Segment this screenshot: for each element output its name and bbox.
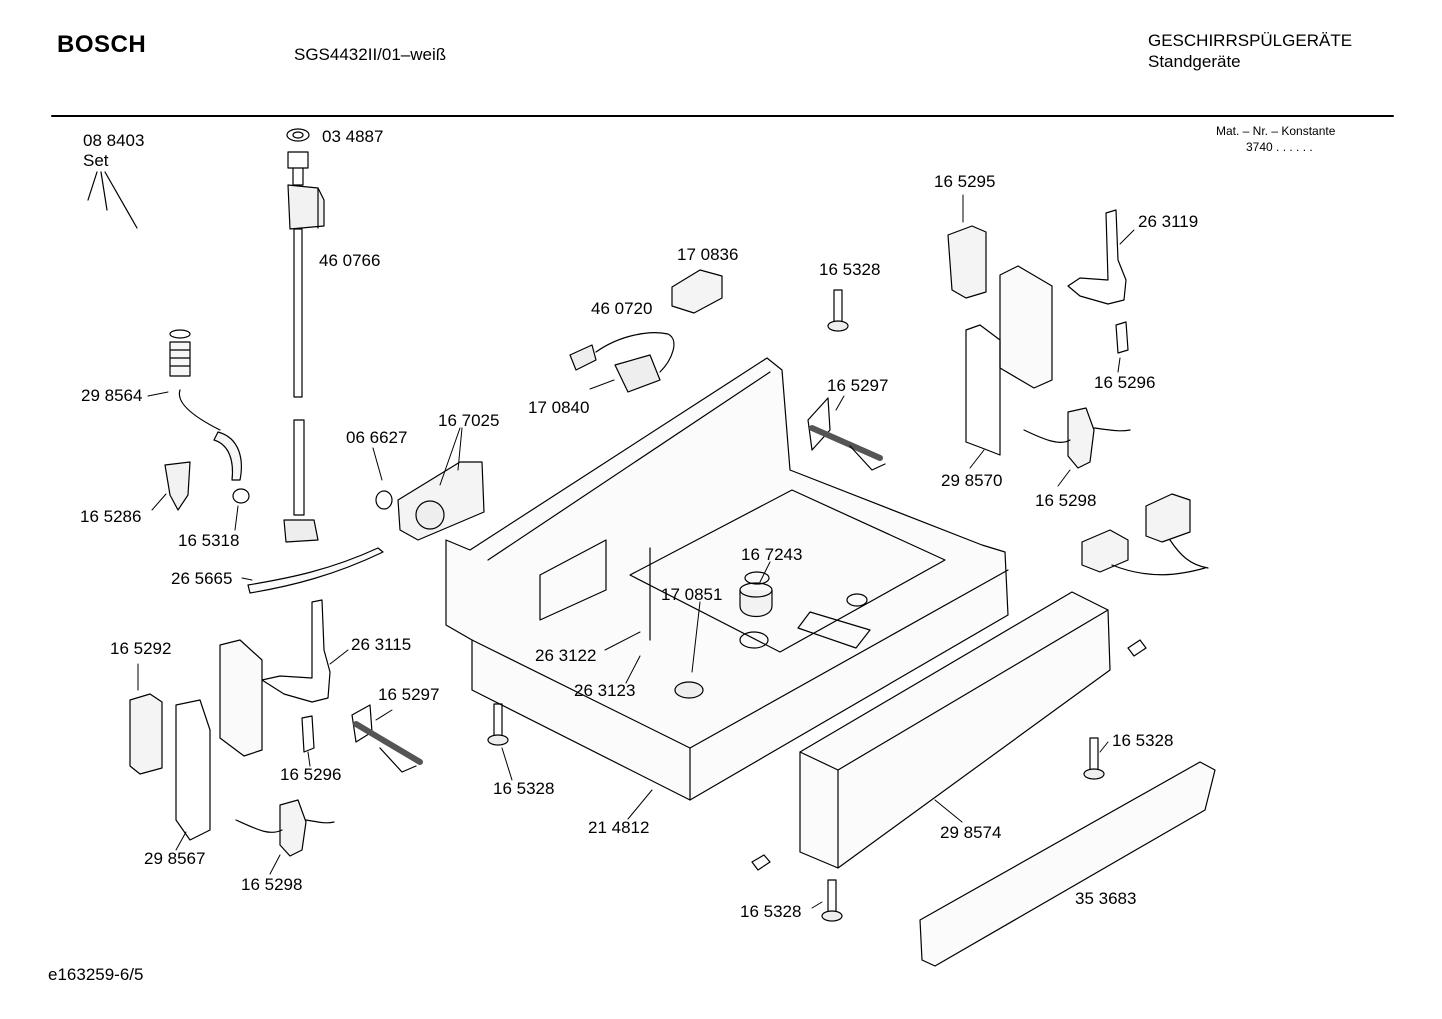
part-label-298574: 29 8574 bbox=[940, 823, 1002, 842]
small-screw-right bbox=[1127, 639, 1147, 657]
mat-nr-label: Mat. – Nr. – Konstante bbox=[1216, 124, 1336, 138]
plinth-drawing bbox=[799, 591, 1111, 869]
part-label-165286: 16 5286 bbox=[80, 507, 142, 526]
part-label-165296-bottom: 16 5296 bbox=[280, 765, 342, 784]
part-label-170840: 17 0840 bbox=[528, 398, 590, 417]
category-title: GESCHIRRSPÜLGERÄTE bbox=[1148, 31, 1353, 50]
switch-bottom bbox=[235, 799, 335, 857]
model-number: SGS4432II/01–weiß bbox=[294, 45, 447, 64]
part-label-263122: 26 3122 bbox=[535, 646, 597, 665]
part-label-165292: 16 5292 bbox=[110, 639, 172, 658]
subcategory-title: Standgeräte bbox=[1148, 52, 1241, 71]
part-label-263115: 26 3115 bbox=[351, 635, 412, 654]
leader-lines bbox=[137, 194, 1135, 909]
kick-panel-drawing bbox=[919, 761, 1216, 967]
part-label-165295: 16 5295 bbox=[934, 172, 996, 191]
part-label-214812: 21 4812 bbox=[588, 818, 650, 837]
inlet-pipe-drawing bbox=[283, 128, 325, 543]
part-label-353683: 35 3683 bbox=[1075, 889, 1137, 908]
part-label-165298-bottom: 16 5298 bbox=[241, 875, 303, 894]
screw-top bbox=[827, 289, 849, 332]
part-label-088403: 08 8403 bbox=[83, 131, 145, 150]
switch-right bbox=[1023, 407, 1131, 469]
part-label-165297-top: 16 5297 bbox=[827, 376, 889, 395]
set-pointer-lines bbox=[87, 171, 138, 229]
document-id: e163259-6/5 bbox=[48, 965, 144, 984]
part-label-034887: 03 4887 bbox=[322, 127, 384, 146]
part-label-265665: 26 5665 bbox=[171, 569, 233, 588]
part-label-165296-right: 16 5296 bbox=[1094, 373, 1156, 392]
part-label-165328-top: 16 5328 bbox=[819, 260, 881, 279]
left-brackets-drawing bbox=[129, 599, 331, 841]
screw-lower bbox=[821, 879, 843, 922]
part-label-298570: 29 8570 bbox=[941, 471, 1003, 490]
part-label-066627: 06 6627 bbox=[346, 428, 408, 447]
part-label-set: Set bbox=[83, 151, 109, 170]
part-label-170836: 17 0836 bbox=[677, 245, 739, 264]
part-label-165328-right: 16 5328 bbox=[1112, 731, 1174, 750]
brand-logo: BOSCH bbox=[57, 31, 147, 58]
part-label-167243: 16 7243 bbox=[741, 545, 803, 564]
part-label-165297-bottom: 16 5297 bbox=[378, 685, 440, 704]
part-label-165328-bottom: 16 5328 bbox=[493, 779, 555, 798]
pump-drawing bbox=[375, 461, 485, 541]
spring-bottom bbox=[351, 704, 423, 773]
spring-hose-drawing bbox=[164, 329, 250, 511]
part-label-460720: 46 0720 bbox=[591, 299, 653, 318]
part-label-167025: 16 7025 bbox=[438, 411, 500, 430]
part-label-263123: 26 3123 bbox=[574, 681, 636, 700]
part-label-165298-right: 16 5298 bbox=[1035, 491, 1097, 510]
part-label-165328-lower: 16 5328 bbox=[740, 902, 802, 921]
right-brackets-drawing bbox=[947, 209, 1129, 456]
hose-drawing bbox=[247, 547, 384, 594]
connector-170836 bbox=[671, 269, 723, 314]
mat-nr-value: 3740 . . . . . . bbox=[1246, 140, 1313, 154]
wire-connector-right bbox=[1081, 493, 1209, 576]
part-label-298564: 29 8564 bbox=[81, 386, 143, 405]
base-tub-drawing bbox=[445, 357, 1009, 801]
small-screw-lower bbox=[751, 854, 771, 871]
spring-top bbox=[807, 397, 886, 471]
screw-mid bbox=[487, 703, 509, 746]
part-label-298567: 29 8567 bbox=[144, 849, 206, 868]
cable-harness-drawing bbox=[569, 332, 675, 393]
part-label-170851: 17 0851 bbox=[661, 585, 723, 604]
screw-right bbox=[1083, 737, 1105, 780]
part-label-460766: 46 0766 bbox=[319, 251, 381, 270]
part-label-165318: 16 5318 bbox=[178, 531, 240, 550]
part-label-263119: 26 3119 bbox=[1138, 212, 1199, 231]
